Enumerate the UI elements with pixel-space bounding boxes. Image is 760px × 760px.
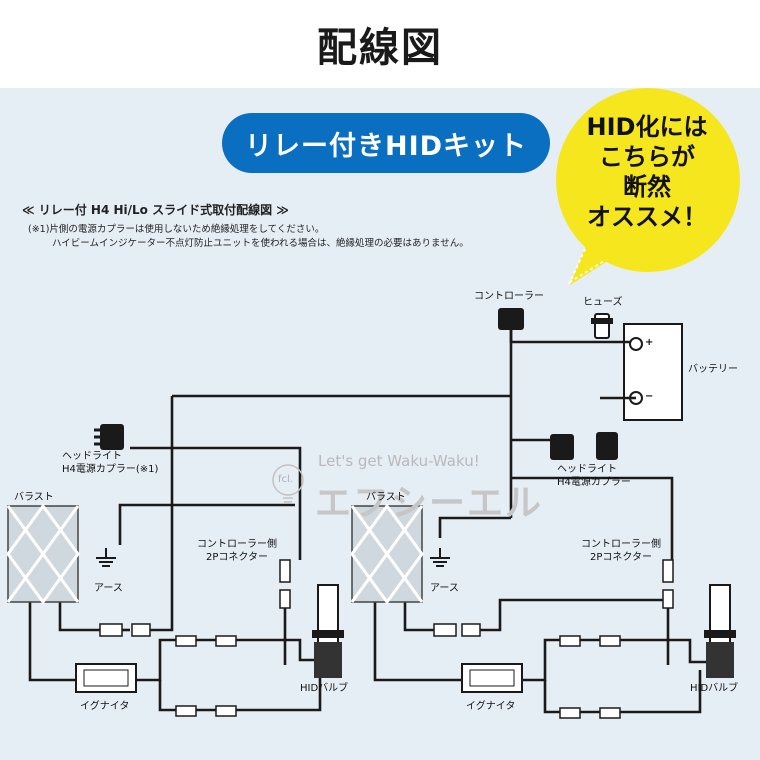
controller — [498, 308, 524, 330]
hid-bulb-right — [704, 584, 736, 678]
hid-bulb-left — [312, 584, 344, 678]
headlight-coupler-left — [94, 424, 124, 450]
watermark-bulb-icon — [272, 464, 304, 503]
controller-side-right-label-1: コントローラー側 — [581, 539, 661, 550]
igniter-right-label: イグナイタ — [466, 701, 516, 712]
headlight-coupler-left-label-2: H4電源カプラー(※1) — [62, 464, 159, 475]
ballast-right-label: バラスト — [366, 492, 406, 503]
minus-terminal-label: − — [645, 391, 654, 402]
battery-plus-terminal — [629, 337, 643, 351]
igniter-left-label: イグナイタ — [80, 701, 130, 712]
headlight-coupler-right — [550, 432, 618, 460]
controller-side-right-label-2: 2Pコネクター — [590, 552, 652, 563]
watermark-logo: fcl. — [278, 474, 293, 485]
controller-side-left-label-1: コントローラー側 — [197, 539, 277, 550]
note-line-1: (※1)片側の電源カプラーは使用しないため絶縁処理をしてください。 — [28, 224, 325, 235]
battery-label: バッテリー — [688, 364, 738, 375]
connectors — [99, 559, 674, 719]
earth-left-label: アース — [94, 583, 123, 594]
headlight-coupler-right-label-2: H4電源カプラー — [557, 477, 631, 488]
page-title: 配線図 — [317, 25, 443, 71]
ballast-left-label: バラスト — [14, 492, 54, 503]
earth-right-label: アース — [430, 583, 459, 594]
callout-bubble — [556, 88, 740, 285]
watermark-tagline: Let's get Waku-Waku! — [318, 452, 480, 470]
headlight-coupler-right-label-1: ヘッドライト — [557, 464, 617, 475]
fuse-label: ヒューズ — [583, 297, 623, 308]
callout-text: HID化には こちらが 断然 オススメ！ — [572, 112, 722, 232]
watermark-name: エフシーエル — [315, 483, 544, 524]
hid-bulb-right-label: HIDバルブ — [690, 683, 739, 694]
igniter-right — [461, 663, 523, 693]
page-header: 配線図 — [0, 0, 760, 88]
callout-line-1: HID化には — [586, 113, 708, 141]
battery — [623, 323, 683, 421]
earth-symbols — [96, 548, 450, 567]
plus-terminal-label: + — [645, 337, 654, 348]
ballast-right — [350, 503, 424, 605]
controller-side-left-label-2: 2Pコネクター — [206, 552, 268, 563]
callout-line-4: オススメ！ — [587, 203, 707, 231]
diagram-title: ≪ リレー付 H4 Hi/Lo スライド式取付配線図 ≫ — [22, 203, 289, 217]
headlight-coupler-left-label-1: ヘッドライト — [62, 451, 122, 462]
fuse — [591, 313, 613, 339]
ballast-left — [6, 503, 80, 605]
igniter-left — [75, 663, 137, 693]
kit-badge: リレー付きHIDキット — [222, 113, 550, 173]
controller-side-right-label: コントローラー側 2Pコネクター — [576, 538, 666, 564]
callout-line-2: こちらが — [599, 143, 695, 171]
callout-circle — [556, 88, 740, 272]
controller-side-left-label: コントローラー側 2Pコネクター — [192, 538, 282, 564]
hid-bulb-left-label: HIDバルブ — [300, 683, 349, 694]
note-line-2: ハイビームインジケーター不点灯防止ユニットを使われる場合は、絶縁処理の必要はあり… — [52, 238, 469, 249]
controller-label: コントローラー — [474, 291, 544, 302]
wires — [28, 330, 712, 714]
callout-line-3: 断然 — [623, 173, 671, 201]
